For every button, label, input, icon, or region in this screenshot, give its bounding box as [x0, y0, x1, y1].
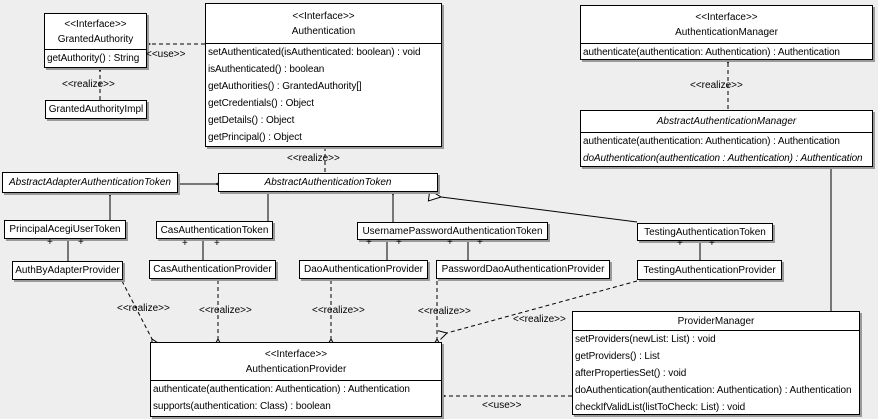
class-name: AuthenticationManager — [675, 26, 778, 38]
stereotype-label: <<Interface>> — [264, 348, 328, 360]
class-username-password-authentication-token[interactable]: UsernamePasswordAuthenticationToken — [357, 222, 548, 240]
class-cas-authentication-token[interactable]: CasAuthenticationToken — [156, 221, 273, 239]
association-end-plus: + — [447, 237, 453, 248]
method-row: supports(authentication: Class) : boolea… — [153, 401, 331, 412]
class-authentication[interactable]: <<Interface>> Authentication setAuthenti… — [205, 3, 442, 147]
class-name: AbstractAuthenticationManager — [581, 111, 872, 133]
method-row: getAuthority() : String — [47, 53, 140, 64]
class-name: AbstractAdapterAuthenticationToken — [9, 177, 171, 188]
method-row: authenticate(authentication: Authenticat… — [583, 136, 840, 147]
class-password-dao-authentication-provider[interactable]: PasswordDaoAuthenticationProvider — [436, 260, 610, 279]
association-end-plus: + — [709, 238, 715, 249]
class-cas-authentication-provider[interactable]: CasAuthenticationProvider — [149, 260, 276, 279]
class-authentication-manager[interactable]: <<Interface>> AuthenticationManager auth… — [580, 5, 873, 60]
realize-edge-label: <<realize>> — [62, 79, 115, 90]
method-row: getProviders() : List — [575, 351, 660, 362]
class-granted-authority[interactable]: <<Interface>> GrantedAuthority getAuthor… — [44, 13, 147, 68]
method-row: setProviders(newList: List) : void — [575, 334, 716, 345]
association-end-plus: + — [366, 237, 372, 248]
class-name: TestingAuthenticationProvider — [643, 264, 776, 276]
method-row: doAuthentication(authentication: Authent… — [575, 385, 852, 396]
class-testing-authentication-token[interactable]: TestingAuthenticationToken — [637, 223, 773, 241]
method-row: doAuthentication(authentication : Authen… — [583, 153, 863, 164]
association-end-plus: + — [78, 237, 84, 248]
class-abstract-authentication-token[interactable]: AbstractAuthenticationToken — [218, 173, 438, 192]
class-header: <<Interface>> AuthenticationManager — [581, 6, 872, 44]
method-row: getPrincipal() : Object — [208, 132, 302, 143]
use-edge-label: <<use>> — [146, 49, 186, 60]
class-name: CasAuthenticationProvider — [153, 264, 272, 275]
class-header: <<Interface>> Authentication — [206, 4, 441, 44]
class-name: GrantedAuthorityImpl — [48, 104, 144, 115]
class-testing-authentication-provider[interactable]: TestingAuthenticationProvider — [637, 260, 782, 280]
realize-edge-label: <<realize>> — [199, 305, 252, 316]
class-header: <<Interface>> AuthenticationProvider — [151, 343, 441, 381]
method-row: afterPropertiesSet() : void — [575, 368, 687, 379]
class-name: AuthenticationProvider — [245, 363, 347, 375]
method-row: getCredentials() : Object — [208, 98, 314, 109]
realize-edge-label: <<realize>> — [287, 153, 340, 164]
realize-edge-label: <<realize>> — [513, 314, 566, 325]
association-end-plus: + — [396, 237, 402, 248]
realize-edge-label: <<realize>> — [690, 80, 743, 91]
association-end-plus: + — [214, 238, 220, 249]
stereotype-label: <<Interface>> — [292, 10, 355, 22]
class-provider-manager[interactable]: ProviderManager setProviders(newList: Li… — [572, 311, 860, 415]
class-auth-by-adapter-provider[interactable]: AuthByAdapterProvider — [12, 261, 123, 280]
class-name: DaoAuthenticationProvider — [304, 264, 423, 275]
class-header: <<Interface>> GrantedAuthority — [45, 14, 146, 50]
method-row: checkIfValidList(listToCheck: List) : vo… — [575, 402, 746, 413]
method-row: setAuthenticated(isAuthenticated: boolea… — [208, 47, 421, 58]
method-row: getAuthorities() : GrantedAuthority[] — [208, 81, 362, 92]
class-name: PasswordDaoAuthenticationProvider — [441, 264, 605, 275]
class-abstract-adapter-authentication-token[interactable]: AbstractAdapterAuthenticationToken — [2, 172, 178, 193]
class-abstract-authentication-manager[interactable]: AbstractAuthenticationManager authentica… — [580, 110, 873, 167]
class-granted-authority-impl[interactable]: GrantedAuthorityImpl — [45, 100, 147, 119]
realize-edge-label: <<realize>> — [418, 306, 471, 317]
class-name: ProviderManager — [573, 312, 859, 331]
class-name: PrincipalAcegiUserToken — [9, 224, 121, 235]
realize-edge-label: <<realize>> — [312, 305, 365, 316]
association-end-plus: + — [477, 237, 483, 248]
class-name: AbstractAuthenticationToken — [264, 177, 392, 188]
stereotype-label: <<Interface>> — [64, 18, 127, 30]
method-row: authenticate(authentication: Authenticat… — [153, 384, 410, 395]
class-name: GrantedAuthority — [57, 33, 134, 45]
class-name: TestingAuthenticationToken — [644, 226, 766, 238]
realize-edge-label: <<realize>> — [117, 303, 170, 314]
method-row: getDetails() : Object — [208, 115, 295, 126]
class-name: UsernamePasswordAuthenticationToken — [362, 225, 543, 237]
association-end-plus: + — [182, 238, 188, 249]
association-end-plus: + — [47, 237, 53, 248]
use-edge-label: <<use>> — [482, 400, 522, 411]
method-row: isAuthenticated() : boolean — [208, 64, 325, 75]
method-row: authenticate(authentication: Authenticat… — [583, 47, 840, 58]
stereotype-label: <<Interface>> — [695, 11, 758, 23]
association-end-plus: + — [677, 238, 683, 249]
class-authentication-provider[interactable]: <<Interface>> AuthenticationProvider aut… — [150, 342, 442, 417]
class-name: AuthByAdapterProvider — [15, 265, 120, 276]
class-dao-authentication-provider[interactable]: DaoAuthenticationProvider — [299, 260, 428, 279]
class-principal-acegi-user-token[interactable]: PrincipalAcegiUserToken — [4, 220, 126, 239]
class-name: CasAuthenticationToken — [160, 224, 269, 236]
class-name: Authentication — [291, 25, 356, 37]
